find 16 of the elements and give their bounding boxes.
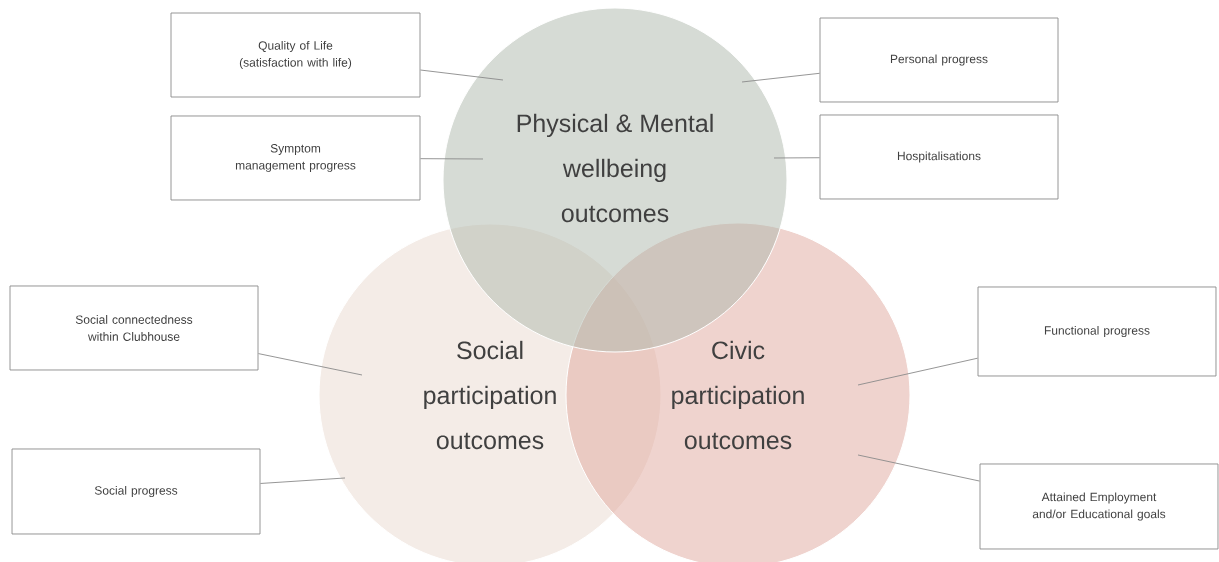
outcome-box: Attained Employment and/or Educational goals xyxy=(979,463,1219,550)
outcome-box: Quality of Life (satisfaction with life) xyxy=(170,12,421,98)
outcome-box: Social progress xyxy=(11,448,261,535)
leader-line xyxy=(420,158,484,160)
outcome-box: Social connectedness within Clubhouse xyxy=(9,285,259,371)
outcome-box: Symptom management progress xyxy=(170,115,421,201)
leader-line xyxy=(857,357,978,386)
outcome-box: Personal progress xyxy=(819,17,1059,103)
outcome-box: Functional progress xyxy=(977,286,1217,377)
leader-line xyxy=(260,477,346,484)
leader-line xyxy=(773,157,820,159)
leader-line xyxy=(420,69,504,81)
leader-line xyxy=(857,454,980,482)
outcome-box: Hospitalisations xyxy=(819,114,1059,200)
leader-line xyxy=(741,72,820,83)
leader-line xyxy=(258,353,363,376)
